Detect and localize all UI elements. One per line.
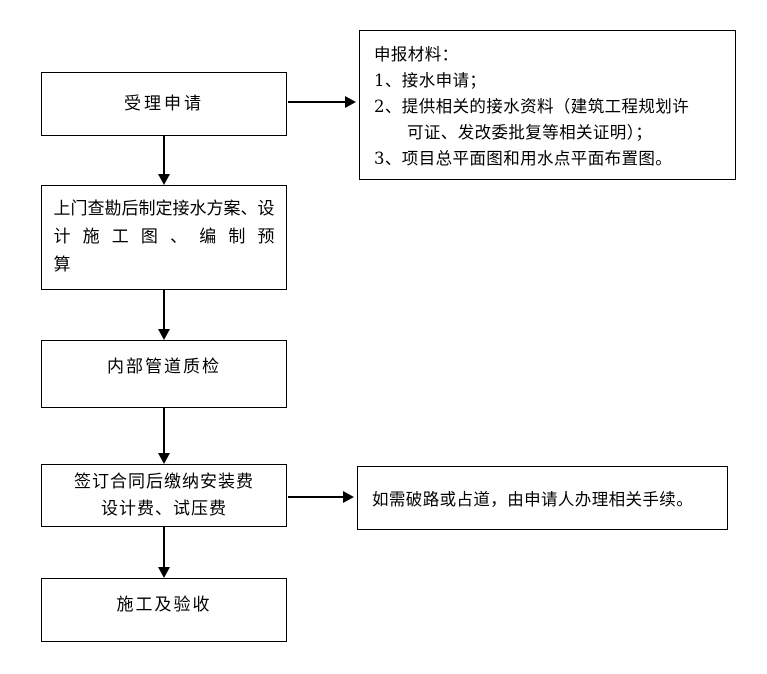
note-item-1: 1、接水申请；	[374, 71, 487, 90]
connector-line	[163, 290, 165, 330]
node-label-accept-application: 受理申请	[124, 94, 204, 114]
note-heading-application-materials: 申报材料：	[374, 45, 459, 64]
process-node-construction-and-acceptance[interactable]: 施工及验收	[41, 578, 287, 642]
arrow-down-icon	[157, 329, 170, 340]
process-node-contract-and-fees[interactable]: 签订合同后缴纳安装费设计费、试压费	[41, 464, 287, 527]
note-item-2-line-1: 2、提供相关的接水资料（建筑工程规划许	[374, 97, 690, 116]
note-item-3: 3、项目总平面图和用水点平面布置图。	[374, 149, 673, 168]
node-label-survey-line-3: 算	[53, 255, 71, 275]
connector-line	[163, 408, 165, 453]
connector-line	[288, 496, 344, 498]
node-label-survey-line-2: 案、设计施工图、编制预	[53, 199, 275, 247]
node-label-internal-pipe-inspection: 内部管道质检	[107, 357, 221, 377]
process-node-internal-pipe-inspection[interactable]: 内部管道质检	[41, 340, 287, 408]
process-node-accept-application[interactable]: 受理申请	[41, 72, 287, 136]
node-label-survey-line-1: 上门查勘后制定接水方	[53, 199, 224, 219]
process-node-survey-and-design[interactable]: 上门查勘后制定接水方案、设计施工图、编制预算	[41, 185, 287, 290]
node-label-contract-and-fees: 签订合同后缴纳安装费设计费、试压费	[74, 469, 254, 523]
node-label-payment-line-1: 签订合同后缴纳安装费	[74, 471, 254, 492]
node-label-payment-line-2: 设计费、试压费	[101, 498, 227, 519]
connector-line	[163, 136, 165, 175]
arrow-right-icon	[345, 95, 356, 108]
node-label-survey-and-design: 上门查勘后制定接水方案、设计施工图、编制预算	[54, 195, 275, 279]
node-label-construction-and-acceptance: 施工及验收	[116, 595, 212, 615]
arrow-down-icon	[157, 453, 170, 464]
connector-line	[288, 101, 346, 103]
arrow-down-icon	[157, 567, 170, 578]
note-box-application-materials[interactable]: 申报材料： 1、接水申请； 2、提供相关的接水资料（建筑工程规划许 可证、发改委…	[359, 30, 736, 180]
note-body-application-materials: 申报材料： 1、接水申请； 2、提供相关的接水资料（建筑工程规划许 可证、发改委…	[360, 31, 689, 179]
note-box-road-permit[interactable]: 如需破路或占道，由申请人办理相关手续。	[357, 466, 728, 530]
arrow-down-icon	[157, 174, 170, 185]
arrow-right-icon	[343, 490, 354, 503]
note-text-road-permit: 如需破路或占道，由申请人办理相关手续。	[372, 490, 694, 509]
note-item-2-line-2: 可证、发改委批复等相关证明）；	[407, 123, 653, 142]
connector-line	[163, 527, 165, 567]
